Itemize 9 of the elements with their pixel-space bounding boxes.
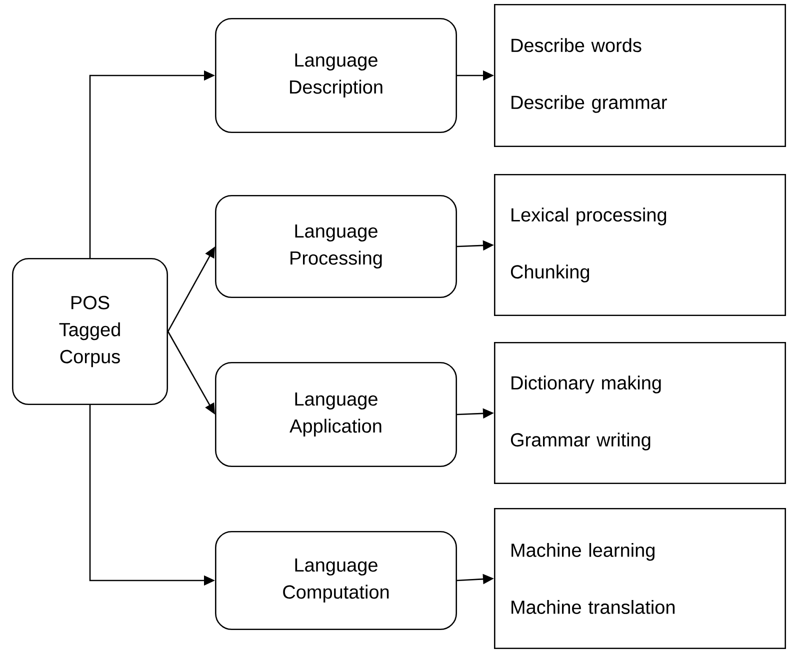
list-box: Describe words Describe grammar [494,4,786,147]
rounded-box: Language Processing [215,195,457,298]
rounded-box: Language Computation [215,531,457,630]
list-box: Dictionary making Grammar writing [494,342,786,484]
list-box: Machine learning Machine translation [494,508,786,649]
list-box: Lexical processing Chunking [494,174,786,316]
rounded-box: Language Description [215,18,457,133]
rounded-box: POS Tagged Corpus [12,258,168,405]
rounded-box: Language Application [215,362,457,467]
